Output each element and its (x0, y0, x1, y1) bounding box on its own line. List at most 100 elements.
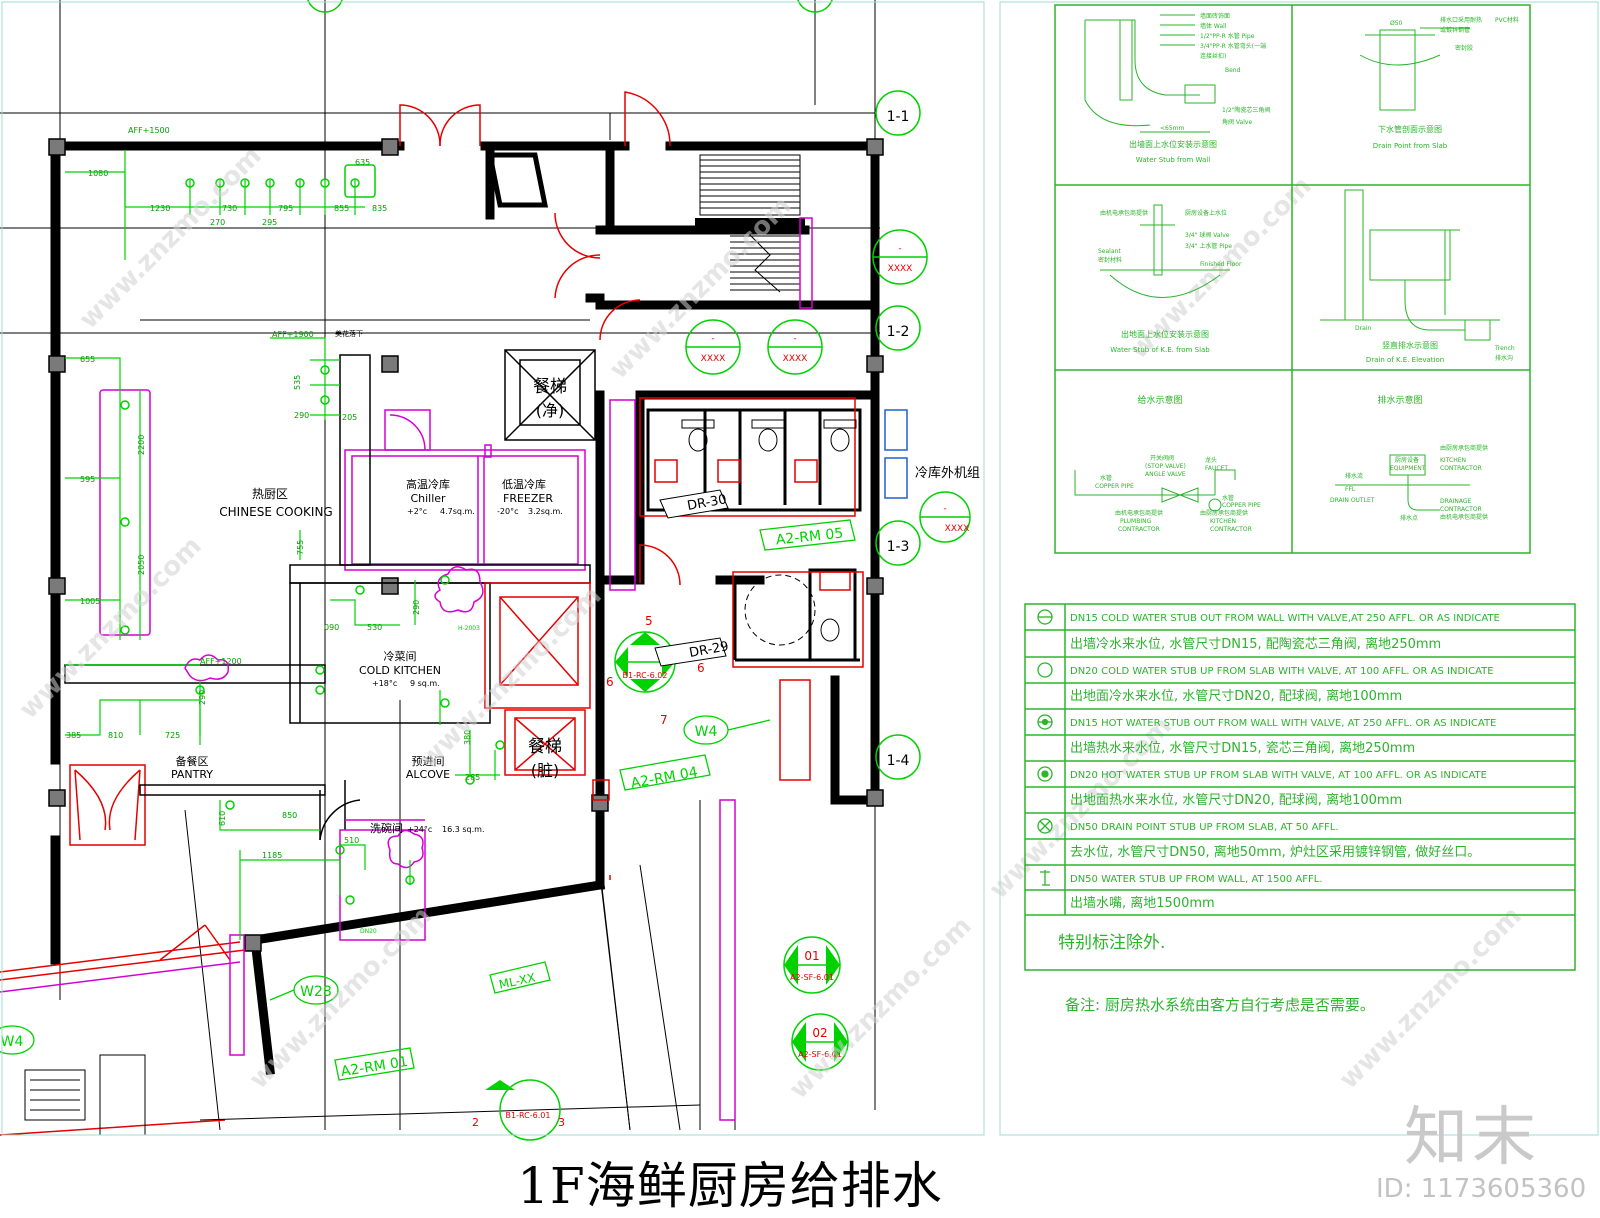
hot-stub-slab-icon (1037, 766, 1053, 782)
cold-stub-slab-icon (1037, 662, 1053, 678)
detail-label: KITCHEN (1210, 518, 1236, 525)
freezer-temp: -20°c (497, 507, 518, 516)
page-title: 1F海鲜厨房给排水 (517, 1157, 943, 1215)
legend-row-1-en: DN15 COLD WATER STUB OUT FROM WALL WITH … (1070, 613, 1500, 624)
detail-title-6: 排水示意图 (1377, 394, 1422, 406)
dim-295: 295 (262, 218, 277, 227)
detail-label: ANGLE VALVE (1145, 471, 1186, 478)
detail-label: CONTRACTOR (1440, 465, 1482, 472)
cold-kitchen-temp: +18°c (372, 679, 397, 688)
dim-290b: 290 (412, 600, 421, 615)
detail-label: Finished Floor (1200, 261, 1242, 268)
detail-grid (1054, 4, 1531, 554)
faucet-icon (1040, 870, 1050, 886)
detail-label: 墙体 Wall (1200, 22, 1227, 30)
affl-1200: AFF+1200 (200, 657, 242, 666)
floor-drain-note: 美花落下 (335, 329, 363, 338)
detail-label: FFL (1345, 486, 1356, 493)
section-mark-2: 2 (472, 1116, 479, 1129)
callout-xxxx-3: XXXX (783, 354, 808, 364)
room-tag-rm05: A2-RM 05 (775, 526, 844, 549)
dim-795: 795 (278, 204, 293, 213)
detail-label: 水管 (1222, 494, 1234, 502)
dim-1080: 1080 (88, 169, 108, 178)
detail-label: 排水流 (1345, 472, 1363, 480)
legend-row-2-cn: 出地面冷水来水位, 水管尺寸DN20, 配球阀, 离地100mm (1070, 688, 1402, 704)
detail-label: <65mm (1160, 125, 1185, 132)
room-label-cold-kitchen-cn: 冷菜间 (384, 650, 417, 663)
detail-title-4-cn: 竖直排水示意图 (1382, 340, 1438, 350)
door-tag-dr30: DR-30 (686, 492, 728, 514)
legend-text: DN15 COLD WATER STUB OUT FROM WALL WITH … (1058, 613, 1500, 1014)
detail-title-1-cn: 出墙面上水位安装示意图 (1129, 139, 1217, 149)
legend-symbols (1037, 609, 1053, 886)
detail-label: 3/4" 球阀 Valve (1185, 231, 1230, 239)
detail-label: 水管 (1100, 474, 1112, 482)
room-label-freezer-en: FREEZER (503, 492, 553, 505)
dim-535: 535 (293, 375, 302, 390)
dim-270: 270 (210, 218, 225, 227)
chiller-temp: +2°c (407, 507, 427, 516)
section-mark-6b: 6 (697, 661, 705, 675)
cold-kitchen-area: 9 sq.m. (410, 679, 440, 688)
legend-row-5-en: DN50 DRAIN POINT STUB UP FROM SLAB, AT 5… (1070, 822, 1339, 833)
detail-label: 角阀 Valve (1222, 118, 1252, 126)
dim-755: 755 (296, 540, 305, 555)
dim-1005c: 1005 (80, 597, 100, 606)
detail-label: COPPER PIPE (1095, 483, 1134, 490)
legend-row-2-en: DN20 COLD WATER STUB UP FROM SLAB WITH V… (1070, 666, 1494, 677)
dim-850: 850 (282, 811, 297, 820)
grid-bubble-1-4: 1-4 (887, 753, 910, 769)
pipe-tag-dn20: DN20 (360, 928, 377, 935)
detail-label: PLUMBING (1120, 518, 1152, 525)
room-label-dishwash-cn: 洗碗间 (370, 821, 403, 835)
window-tag-w4-left: W4 (1, 1034, 24, 1050)
callout-xxxx-2: XXXX (701, 354, 726, 364)
detail-title-1-en: Water Stub from Wall (1136, 156, 1210, 164)
callout-top: - (793, 334, 796, 344)
dim-835: 835 (372, 204, 387, 213)
detail-label: Drain (1355, 325, 1371, 332)
lift-dirty-label: 餐梯 (528, 737, 562, 757)
dim-1005a: 655 (80, 355, 95, 364)
legend-row-6-en: DN50 WATER STUB UP FROM WALL, AT 1500 AF… (1070, 874, 1323, 885)
detail-label: 由机电承包商提供 (1115, 509, 1163, 517)
detail-label: DRAIN OUTLET (1330, 497, 1375, 504)
detail-label: CONTRACTOR (1210, 526, 1252, 533)
detail-label: COPPER PIPE (1222, 502, 1261, 509)
section-mark-01: 01 (804, 949, 819, 963)
legend-row-5-cn: 去水位, 水管尺寸DN50, 离地50mm, 炉灶区采用镀锌钢管, 做好丝口。 (1070, 844, 1480, 860)
dim-530: 530 (367, 623, 382, 632)
legend-row-4-en: DN20 HOT WATER STUB UP FROM SLAB WITH VA… (1070, 770, 1487, 781)
window-tag-w4: W4 (695, 724, 718, 740)
detail-label: PVC材料 (1495, 16, 1519, 24)
dim-385: 385 (66, 731, 81, 740)
detail-label: DRAINAGE (1440, 498, 1472, 505)
callout-xxxx-1: XXXX (888, 264, 913, 274)
section-mark-3: 3 (558, 1116, 565, 1129)
room-label-alcove-cn: 预进间 (412, 755, 445, 768)
detail-label: 3/4"PP-R 水管弯头(一端 (1200, 42, 1266, 50)
detail-label: 连接丝扣) (1200, 52, 1226, 60)
grid-bubble-1-3: 1-3 (887, 539, 910, 555)
legend-row-6-cn: 出墙水嘴, 离地1500mm (1070, 895, 1215, 911)
detail-title-2-en: Drain Point from Slab (1373, 142, 1448, 150)
detail-title-4-en: Drain of K.E. Elevation (1366, 356, 1444, 364)
detail-label: 1/2"PP-R 水管 Pipe (1200, 32, 1255, 40)
dim-205: 205 (342, 413, 357, 422)
section-mark-b1rc601: B1-RC-6.01 (506, 1111, 551, 1120)
detail-label: Ø50 (1390, 20, 1403, 27)
detail-label: (STOP VALVE) (1145, 463, 1186, 470)
section-mark-02: 02 (812, 1026, 827, 1040)
legend-row-1-cn: 出墙冷水来水位, 水管尺寸DN15, 配陶瓷芯三角阀, 离地250mm (1070, 636, 1441, 652)
room-label-freezer-cn: 低温冷库 (502, 478, 546, 491)
detail-label: 由厨房承包商提供 (1440, 444, 1488, 452)
detail-label: Sealant (1098, 248, 1121, 255)
detail-label: 龙头 (1205, 456, 1217, 464)
watermark-text: www.znzmo.com (784, 911, 978, 1105)
grid-bubble-1-2: 1-2 (887, 324, 910, 340)
detail-label: 开关阀阀 (1150, 454, 1174, 462)
dim-290c: 290 (198, 690, 207, 705)
lift-dirty-sub: (脏) (531, 761, 560, 780)
